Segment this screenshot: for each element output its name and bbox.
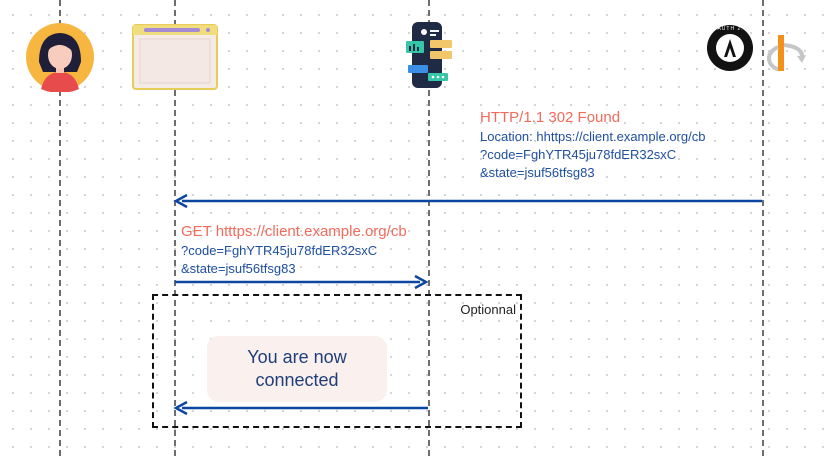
lifeline-far-left (59, 0, 61, 456)
arrow-callback-request (175, 274, 429, 290)
mobile-app-icon (404, 20, 456, 90)
lifeline-browser (174, 0, 176, 456)
message-line: &state=jsuf56tfsg83 (181, 261, 296, 276)
message-line: ?code=FghYTR45ju78fdER32sxC (181, 243, 378, 258)
message-redirect-response: HTTP/1.1 302 Found Location: hhttps://cl… (480, 108, 705, 182)
oauth-badge-text: OAUTH 2.0 (712, 26, 748, 32)
lifeline-client-app (428, 0, 430, 456)
message-line: &state=jsuf56tfsg83 (480, 165, 595, 180)
arrow-connected-response (173, 400, 428, 416)
connected-note: You are now connected (207, 336, 387, 402)
message-title: HTTP/1.1 302 Found (480, 109, 621, 126)
oauth-server-icon: OAUTH 2.0 (706, 24, 754, 72)
user-avatar-icon (25, 22, 95, 93)
optional-fragment-label: Optionnal (460, 302, 516, 317)
message-line: Location: hhttps://client.example.org/cb (480, 129, 706, 144)
optional-fragment: Optionnal (152, 294, 522, 428)
lifeline-authorization-server (762, 0, 764, 456)
message-line: ?code=FghYTR45ju78fdER32sxC (480, 147, 677, 162)
message-callback-request: GET htttps://client.example.org/cb ?code… (181, 222, 407, 278)
openid-logo-icon (764, 33, 808, 73)
arrow-redirect-response (173, 193, 762, 209)
browser-window-icon (132, 24, 218, 90)
message-title: GET htttps://client.example.org/cb (181, 223, 407, 240)
